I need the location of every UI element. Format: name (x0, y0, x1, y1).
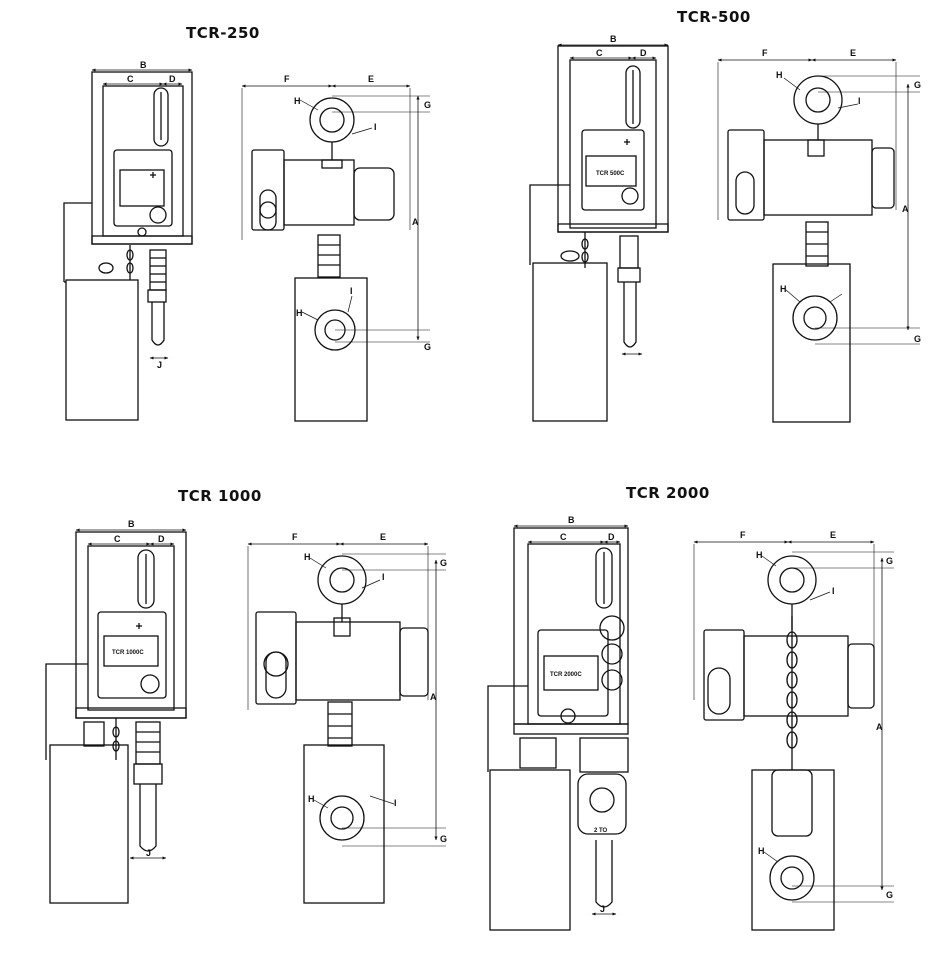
dim-label-b: B (610, 34, 617, 44)
dim-label-c: C (596, 48, 603, 58)
tcr500-side-labels: F E H I A G G H (762, 48, 921, 344)
tcr500-side-view (717, 58, 920, 423)
dim-label-i: I (350, 286, 353, 296)
dim-label-g: G (886, 556, 893, 566)
dim-label-a: A (902, 204, 909, 214)
dim-label-c: C (114, 534, 121, 544)
dim-label-d: D (158, 534, 165, 544)
dim-label-j: J (146, 848, 151, 858)
dim-label-j: J (157, 360, 162, 370)
dim-label-g: G (914, 80, 921, 90)
title-tcr-2000: TCR 2000 (626, 484, 710, 502)
tcr2000-front-view (487, 524, 629, 931)
dim-label-b: B (568, 515, 575, 525)
dim-label-f: F (740, 530, 746, 540)
tcr1000-side-view (247, 542, 446, 904)
tcr2000-front-labels: B C D TCR 2000C 2 TO J (550, 515, 615, 914)
dim-label-h: H (776, 70, 783, 80)
dim-label-g: G (424, 100, 431, 110)
nameplate-tcr500: TCR 500C (596, 171, 625, 177)
dim-label-j: J (600, 904, 605, 914)
tcr250-side-labels: F E H I A G G H I (284, 74, 431, 352)
dim-label-d: D (608, 532, 615, 542)
tcr250-side-view (241, 84, 430, 422)
block-mark: 2 TO (594, 828, 608, 834)
dim-label-h: H (296, 308, 303, 318)
dim-label-h: H (308, 794, 315, 804)
dim-label-i: I (394, 798, 397, 808)
dim-label-i: I (832, 586, 835, 596)
dim-label-a: A (430, 692, 437, 702)
dim-label-f: F (292, 532, 298, 542)
dim-label-e: E (830, 530, 836, 540)
dim-label-i: I (374, 122, 377, 132)
dim-label-c: C (560, 532, 567, 542)
tcr500-front-view (529, 43, 669, 422)
tcr1000-side-labels: F E H I A G G H I (292, 532, 447, 844)
dim-label-c: C (127, 74, 134, 84)
dim-label-b: B (128, 519, 135, 529)
dim-label-h: H (756, 550, 763, 560)
dim-label-h: H (780, 284, 787, 294)
dim-label-a: A (876, 722, 883, 732)
dim-label-d: D (640, 48, 647, 58)
tcr1000-front-view (45, 528, 187, 904)
dim-label-a: A (412, 217, 419, 227)
dim-label-f: F (762, 48, 768, 58)
dim-label-b: B (140, 60, 147, 70)
dim-label-d: D (169, 74, 176, 84)
title-tcr-500: TCR-500 (677, 8, 751, 26)
dim-label-g: G (440, 558, 447, 568)
title-tcr-250: TCR-250 (186, 24, 260, 42)
dim-label-e: E (380, 532, 386, 542)
tcr2000-side-labels: F E H I A G G H (740, 530, 893, 900)
dim-label-e: E (368, 74, 374, 84)
nameplate-tcr2000: TCR 2000C (550, 672, 582, 678)
tcr2000-side-view (693, 540, 894, 931)
dim-label-f: F (284, 74, 290, 84)
nameplate-tcr1000: TCR 1000C (112, 650, 144, 656)
dim-label-e: E (850, 48, 856, 58)
dim-label-g: G (424, 342, 431, 352)
dim-label-h: H (758, 846, 765, 856)
dim-label-g: G (440, 834, 447, 844)
tcr1000-front-labels: B C D TCR 1000C J (112, 519, 165, 858)
dim-label-h: H (304, 552, 311, 562)
tcr250-front-labels: B C D J (127, 60, 176, 370)
dim-label-g: G (914, 334, 921, 344)
title-tcr-1000: TCR 1000 (178, 487, 262, 505)
dim-label-h: H (294, 96, 301, 106)
dim-label-g: G (886, 890, 893, 900)
tcr250-front-view (63, 68, 193, 421)
tcr500-front-labels: B C D TCR 500C (596, 34, 647, 177)
dim-label-i: I (382, 572, 385, 582)
dim-label-i: I (858, 96, 861, 106)
